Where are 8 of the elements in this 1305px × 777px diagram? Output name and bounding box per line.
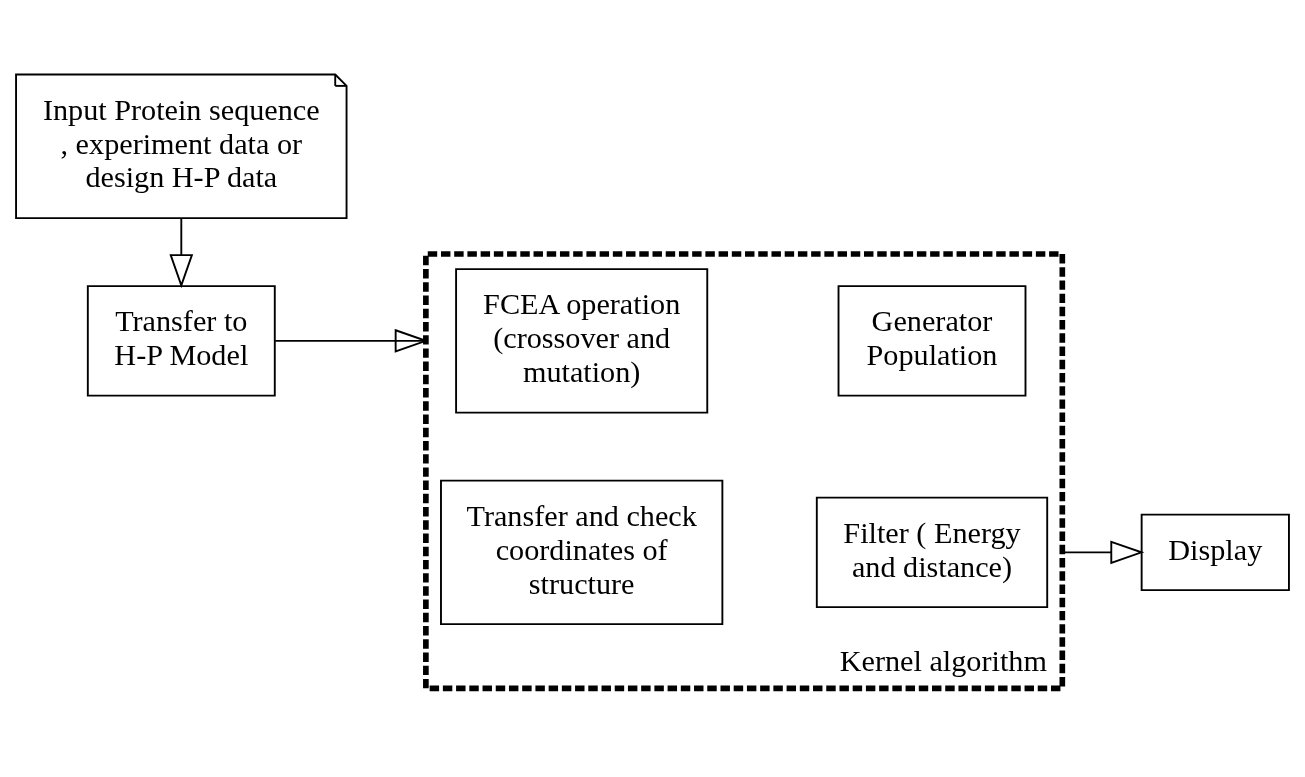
- node-box: Transfer to H-P Model: [86, 284, 276, 397]
- node-box: Display: [1140, 513, 1290, 591]
- node-box: FCEA operation (crossover and mutation): [455, 267, 709, 414]
- arrow: [274, 328, 429, 353]
- node-box: Filter ( Energy and distance): [815, 496, 1049, 608]
- node-box: Transfer and check coordinates of structure: [440, 479, 724, 625]
- arrow: [169, 217, 194, 288]
- node-box: Generator Population: [837, 284, 1027, 397]
